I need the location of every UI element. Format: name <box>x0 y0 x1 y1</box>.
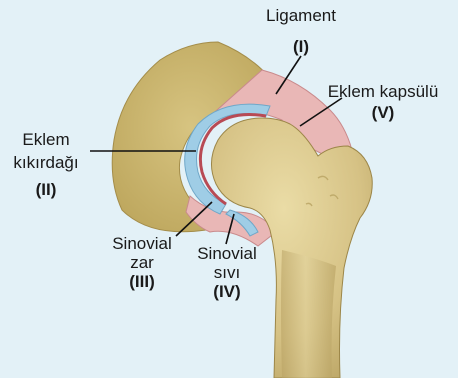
synovial-membrane-label-line1: Sinovial <box>96 234 188 253</box>
femur-shaft-shade <box>281 250 336 378</box>
cartilage-label-number: (II) <box>6 180 86 199</box>
synovial-fluid-label-line1: Sinovial <box>182 244 272 263</box>
capsule-label-number: (V) <box>314 103 452 122</box>
cartilage-label-line1: Eklem <box>6 130 86 149</box>
capsule-label: Eklem kapsülü (V) <box>314 82 452 122</box>
ligament-label-text: Ligament <box>252 6 350 25</box>
synovial-fluid-label: Sinovial sıvı (IV) <box>182 244 272 301</box>
synovial-membrane-label-number: (III) <box>96 272 188 291</box>
capsule-label-text: Eklem kapsülü <box>314 82 452 101</box>
cartilage-label-line2: kıkırdağı <box>6 153 86 172</box>
ligament-label-number: (I) <box>252 37 350 56</box>
synovial-fluid-label-line2: sıvı <box>182 263 272 282</box>
synovial-membrane-label: Sinovial zar (III) <box>96 234 188 291</box>
cartilage-label: Eklem kıkırdağı (II) <box>6 130 86 199</box>
synovial-fluid-label-number: (IV) <box>182 282 272 301</box>
ligament-label: Ligament (I) <box>252 6 350 56</box>
synovial-membrane-label-line2: zar <box>96 253 188 272</box>
